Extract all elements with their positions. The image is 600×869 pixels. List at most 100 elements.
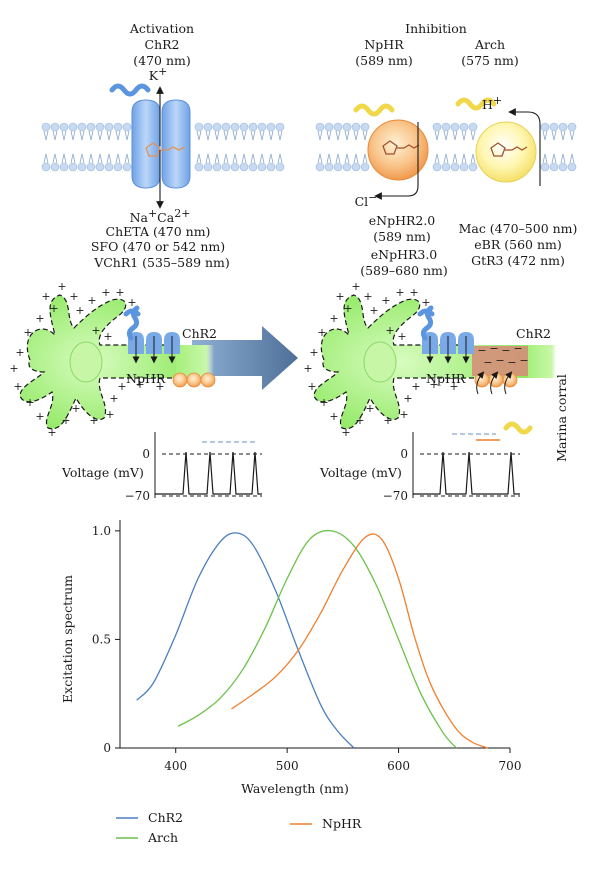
membrane-right bbox=[315, 122, 577, 172]
charge-mark: + bbox=[49, 302, 58, 315]
charge-mark: + bbox=[91, 324, 100, 337]
charge-mark: − bbox=[489, 342, 498, 355]
nphr-variant-4: (589–680 nm) bbox=[360, 263, 448, 278]
voltage-right-tick-0: 0 bbox=[400, 447, 408, 461]
arch-variant-3: GtR3 (472 nm) bbox=[471, 253, 565, 268]
charge-mark: − bbox=[507, 356, 516, 369]
membrane-left bbox=[41, 122, 285, 172]
voltage-right-tick-70: −70 bbox=[383, 489, 408, 503]
legend-label-arch: Arch bbox=[147, 830, 178, 845]
neuron-right-chr2-label: ChR2 bbox=[516, 326, 551, 341]
charge-mark: + bbox=[155, 380, 164, 393]
charge-mark: + bbox=[35, 312, 44, 325]
arch-pump-icon bbox=[475, 121, 537, 183]
na-ca-ion-label: Na+Ca2+ bbox=[130, 207, 191, 225]
voltage-right-trace-line bbox=[413, 451, 520, 495]
charge-mark: + bbox=[87, 294, 96, 307]
charge-mark: + bbox=[385, 324, 394, 337]
charge-mark: − bbox=[513, 342, 522, 355]
chr2-variant-1: ChETA (470 nm) bbox=[106, 224, 211, 239]
chart-y-tick-label: 0.5 bbox=[92, 632, 111, 646]
charge-mark: + bbox=[351, 280, 360, 293]
nphr-variant-3: eNpHR3.0 bbox=[371, 247, 438, 262]
charge-mark: + bbox=[319, 396, 328, 409]
charge-mark: + bbox=[13, 380, 22, 393]
panel-a-inhibition: Inhibition NpHR (589 nm) Arch (575 nm) C… bbox=[315, 21, 578, 278]
charge-mark: + bbox=[421, 296, 430, 309]
k-ion-label: K+ bbox=[149, 65, 168, 83]
neuron-left-dashed-outline bbox=[19, 294, 180, 430]
charge-mark: + bbox=[309, 346, 318, 359]
nphr-variant-2: (589 nm) bbox=[373, 229, 431, 244]
charge-mark: + bbox=[409, 286, 418, 299]
charge-mark: + bbox=[61, 414, 70, 427]
neuron-right-nphr-label: NpHR bbox=[426, 371, 466, 386]
voltage-trace-right: 0 −70 Voltage (mV) bbox=[319, 432, 520, 503]
chart-x-tick-label: 700 bbox=[499, 759, 522, 773]
charge-mark: + bbox=[57, 280, 66, 293]
charge-mark: + bbox=[399, 408, 408, 421]
charge-mark: + bbox=[355, 414, 364, 427]
transition-arrow-icon bbox=[192, 326, 298, 390]
charge-mark: + bbox=[341, 426, 350, 439]
charge-mark: + bbox=[303, 362, 312, 375]
charge-mark: + bbox=[307, 380, 316, 393]
voltage-left-tick-0: 0 bbox=[142, 447, 150, 461]
charge-mark: + bbox=[383, 414, 392, 427]
neuron-left-chr2-label: ChR2 bbox=[182, 326, 217, 341]
neuron-left-chr2-channels-icon bbox=[128, 332, 180, 364]
charge-mark: + bbox=[117, 380, 126, 393]
charge-mark: + bbox=[363, 290, 372, 303]
neuron-left-soma bbox=[20, 295, 200, 429]
chart-y-tick-label: 1.0 bbox=[92, 524, 111, 538]
voltage-left-trace-line bbox=[155, 451, 262, 495]
charge-mark: + bbox=[381, 294, 390, 307]
chr2-channel-icon bbox=[131, 99, 191, 189]
charge-mark: + bbox=[127, 296, 136, 309]
chart-x-axis-label: Wavelength (nm) bbox=[241, 781, 349, 796]
charge-mark: + bbox=[41, 290, 50, 303]
charge-mark: + bbox=[365, 402, 374, 415]
h-ion-label: H+ bbox=[482, 94, 502, 112]
neuron-right-minus-charges: −−−−−−−− bbox=[477, 342, 528, 369]
chart-x-tick-label: 400 bbox=[164, 759, 187, 773]
neuron-left: +++++++++++++++++++++++++++ ChR2 NpHR bbox=[9, 280, 217, 439]
inhibition-title: Inhibition bbox=[405, 21, 467, 36]
charge-mark: + bbox=[9, 362, 18, 375]
nphr-pump-icon bbox=[367, 119, 429, 181]
legend-label-chr2: ChR2 bbox=[148, 810, 183, 825]
arch-variant-1: Mac (470–500 nm) bbox=[459, 221, 578, 236]
charge-mark: + bbox=[103, 330, 112, 343]
neuron-left-nucleus bbox=[69, 341, 103, 383]
neuron-left-nphr-label: NpHR bbox=[126, 371, 166, 386]
charge-mark: + bbox=[115, 286, 124, 299]
voltage-trace-left: 0 −70 Voltage (mV) bbox=[61, 432, 262, 503]
voltage-right-axis-label: Voltage (mV) bbox=[319, 465, 402, 480]
arch-wavelength: (575 nm) bbox=[461, 53, 519, 68]
chart-series bbox=[136, 529, 488, 749]
charge-mark: + bbox=[135, 378, 144, 391]
cl-flux-arrow bbox=[374, 122, 419, 200]
charge-mark: + bbox=[403, 392, 412, 405]
chr2-variant-2: SFO (470 or 542 nm) bbox=[91, 239, 225, 254]
neuron-right-yellow-light-icon bbox=[503, 421, 533, 435]
chart-x-tick-label: 600 bbox=[387, 759, 410, 773]
charge-mark: + bbox=[335, 290, 344, 303]
charge-mark: + bbox=[429, 378, 438, 391]
charge-mark: + bbox=[89, 414, 98, 427]
charge-mark: − bbox=[483, 356, 492, 369]
nphr-variant-1: eNpHR2.0 bbox=[369, 213, 436, 228]
chart-y-tick-label: 0 bbox=[103, 741, 111, 755]
charge-mark: + bbox=[395, 286, 404, 299]
charge-mark: + bbox=[329, 312, 338, 325]
charge-mark: − bbox=[519, 354, 528, 367]
charge-mark: + bbox=[105, 408, 114, 421]
charge-mark: + bbox=[69, 290, 78, 303]
series-line-nphr bbox=[231, 533, 488, 749]
arch-variant-2: eBR (560 nm) bbox=[474, 237, 561, 252]
arch-name: Arch bbox=[474, 37, 505, 52]
